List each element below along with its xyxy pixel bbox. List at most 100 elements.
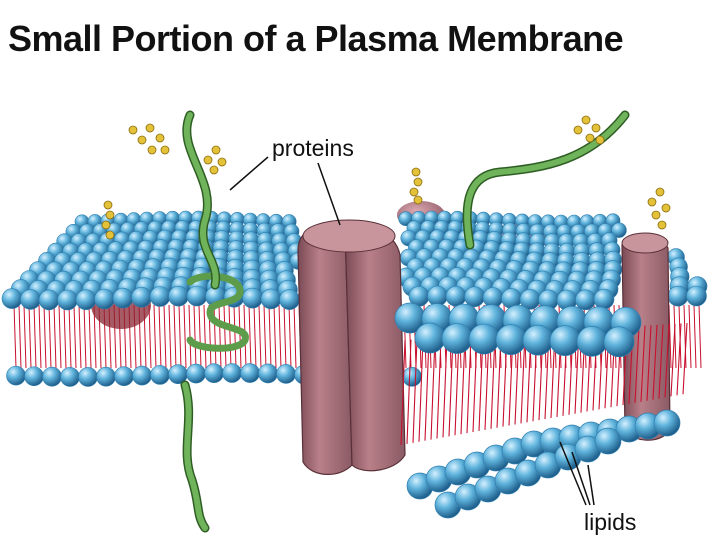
lipid-tail xyxy=(258,304,262,369)
lipid-tail xyxy=(466,336,472,434)
lipid-tail xyxy=(43,304,47,369)
sugar-bead xyxy=(160,145,170,155)
sugar-bead xyxy=(128,125,138,135)
lipid-head xyxy=(402,367,422,387)
lipid-head xyxy=(204,363,224,383)
lipid-tail xyxy=(436,337,442,439)
sugar-bead xyxy=(413,177,423,187)
lipid-tail xyxy=(634,325,640,403)
lipid-head xyxy=(150,365,170,385)
lipid-tail xyxy=(682,323,688,395)
lipid-tail xyxy=(38,304,42,369)
lipid-tail xyxy=(448,337,454,437)
sugar-bead xyxy=(137,135,147,145)
proteins-leader-left xyxy=(229,156,269,191)
glycoprotein-chain-right xyxy=(464,112,628,248)
lipid-tail xyxy=(23,304,27,369)
proteins-leader-right xyxy=(317,162,341,226)
lipid-head xyxy=(611,222,627,238)
lipid-head xyxy=(594,427,622,455)
lipid-head xyxy=(6,365,26,386)
sugar-bead xyxy=(573,125,583,135)
lipid-tail xyxy=(693,304,697,369)
transmembrane-protein-top xyxy=(302,219,396,253)
lipid-head xyxy=(260,288,282,310)
lipid-tail xyxy=(652,324,658,400)
proteins-label: proteins xyxy=(272,135,354,161)
glycoprotein-chains xyxy=(180,110,630,533)
lipid-tail xyxy=(676,323,682,396)
lipid-head xyxy=(94,288,115,310)
lipid-tail xyxy=(640,325,646,402)
lipid-tail xyxy=(73,304,77,369)
sugar-bead xyxy=(147,145,157,155)
lipid-tail xyxy=(658,324,664,399)
lipid-tail xyxy=(664,324,670,398)
lipid-tail xyxy=(173,304,177,369)
lipid-tail xyxy=(673,304,677,369)
lipid-tail xyxy=(68,304,72,369)
glycoprotein-chain-tail xyxy=(182,382,208,531)
lipid-tail xyxy=(412,339,418,443)
sugar-bead xyxy=(581,115,591,125)
lipid-tail xyxy=(418,338,424,442)
lipids-leader-2 xyxy=(571,451,591,506)
lipid-head xyxy=(186,363,206,384)
lipid-tail xyxy=(283,304,287,369)
channel-protein-loop xyxy=(186,272,249,352)
upper-lipid-heads xyxy=(1,210,708,311)
lipid-head xyxy=(112,287,134,309)
lipid-head xyxy=(75,289,97,311)
lipid-head xyxy=(427,285,448,307)
lipid-head xyxy=(576,325,608,357)
bilayer-cutaway-front xyxy=(394,302,688,519)
lipid-tail xyxy=(248,304,252,369)
lipid-head xyxy=(131,286,152,308)
lipid-tail xyxy=(233,304,237,369)
lipid-head xyxy=(522,324,554,356)
lipid-head xyxy=(279,289,300,310)
sugar-bead xyxy=(585,133,595,143)
lipid-head xyxy=(464,286,485,308)
lipid-tail xyxy=(442,337,448,438)
lipid-head xyxy=(222,363,242,383)
lipid-head xyxy=(96,366,116,387)
lipid-head xyxy=(549,325,581,357)
lipid-tail xyxy=(148,304,152,369)
glycoprotein-chain-left xyxy=(183,112,219,288)
lipid-tail xyxy=(218,304,222,369)
lipid-head xyxy=(20,289,41,310)
lipid-head xyxy=(495,324,527,355)
lipid-tail xyxy=(168,304,172,369)
lipid-tail xyxy=(58,304,62,369)
lipid-tail xyxy=(670,323,676,397)
lipid-head xyxy=(242,287,263,309)
sugar-bead xyxy=(211,145,221,155)
lipid-tail xyxy=(683,304,687,369)
lipid-head xyxy=(468,323,500,355)
lipid-tail xyxy=(288,304,292,369)
lipid-head xyxy=(441,323,473,354)
lipid-tail xyxy=(28,304,32,369)
lipid-head xyxy=(24,366,44,387)
sugar-bead xyxy=(591,123,601,133)
sugar-bead xyxy=(661,203,671,213)
sugar-bead xyxy=(595,135,605,145)
sugar-bead xyxy=(647,197,657,207)
lipid-tail xyxy=(183,304,187,369)
lipid-tail xyxy=(698,304,702,369)
lipid-tail xyxy=(228,304,232,369)
lipid-tail xyxy=(13,304,17,369)
lipid-tail xyxy=(268,304,272,369)
sugar-bead xyxy=(105,230,115,240)
lipid-head xyxy=(42,366,62,387)
lipid-head xyxy=(57,289,78,311)
lipid-head xyxy=(593,288,615,310)
lipid-tail xyxy=(53,304,57,369)
lipid-head xyxy=(114,366,134,387)
lipid-tail xyxy=(213,304,217,369)
lipid-head xyxy=(240,363,260,383)
lipid-tail xyxy=(424,338,430,441)
